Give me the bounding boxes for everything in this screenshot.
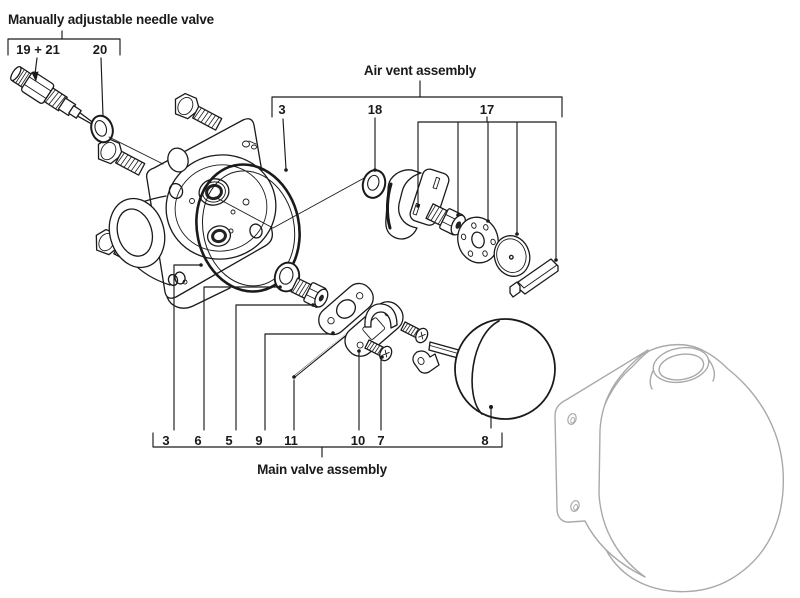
leader-5 bbox=[235, 304, 312, 431]
side-port-opening bbox=[108, 197, 166, 269]
needle-valve-callout-group: Manually adjustable needle valve 19 + 21… bbox=[7, 12, 215, 117]
screw-7a bbox=[398, 318, 431, 346]
flange-hole-top bbox=[567, 413, 577, 425]
tank-body bbox=[593, 343, 785, 593]
gasket-plate-9 bbox=[318, 282, 374, 336]
needle-valve-bracket bbox=[7, 30, 121, 56]
leader-17-fork bbox=[417, 116, 557, 259]
hinge-plate-10 bbox=[344, 301, 404, 357]
callout-17: 17 bbox=[480, 102, 494, 117]
air-vent-title: Air vent assembly bbox=[364, 63, 477, 78]
o-ring-3 bbox=[195, 163, 301, 293]
valve-body bbox=[108, 118, 367, 309]
air-vent-callout-group: Air vent assembly 3 18 17 bbox=[271, 63, 563, 262]
valve-body-lower-lip bbox=[166, 287, 231, 309]
main-valve-callout-group: Main valve assembly 3 6 5 9 11 10 7 8 bbox=[152, 263, 503, 477]
flange-corner-notch bbox=[242, 140, 257, 150]
callout-9: 9 bbox=[255, 433, 262, 448]
callout-8: 8 bbox=[481, 433, 488, 448]
callout-6: 6 bbox=[194, 433, 201, 448]
main-valve-bracket bbox=[152, 432, 503, 458]
callout-11: 11 bbox=[284, 433, 298, 448]
tank-housing bbox=[554, 343, 785, 593]
callout-3-bottom: 3 bbox=[162, 433, 169, 448]
float-clamp-17 bbox=[385, 168, 450, 240]
valve-body-face-contour bbox=[174, 164, 268, 252]
face-pin-hole-3 bbox=[228, 228, 234, 234]
needle-valve-title: Manually adjustable needle valve bbox=[8, 12, 215, 27]
flange-bolt-top bbox=[168, 89, 226, 135]
leader-9 bbox=[264, 333, 332, 431]
pin-11 bbox=[292, 328, 354, 379]
perforated-disc-17 bbox=[457, 216, 499, 264]
lower-threaded-port bbox=[206, 225, 232, 247]
vent-mount-axis-line bbox=[214, 176, 367, 229]
flange-hole-bottom bbox=[570, 500, 580, 512]
callout-10: 10 bbox=[351, 433, 365, 448]
face-pin-hole-2 bbox=[230, 209, 236, 215]
leader-3-top bbox=[282, 118, 287, 170]
needle-valve-axis-line bbox=[108, 136, 164, 165]
callout-7: 7 bbox=[377, 433, 384, 448]
o-ring-18 bbox=[361, 169, 387, 199]
flange-corner-hole-br bbox=[249, 223, 263, 239]
float-ball-8 bbox=[454, 318, 556, 420]
tank-dome-opening bbox=[652, 346, 710, 384]
tank-mounting-flange bbox=[554, 349, 649, 578]
washer-20 bbox=[90, 114, 114, 144]
callout-3-top: 3 bbox=[278, 102, 285, 117]
tank-dome-base bbox=[649, 359, 716, 390]
needle-valve-part bbox=[10, 65, 98, 128]
valve-disc-17 bbox=[493, 235, 531, 277]
flange-corner-hole-bl bbox=[174, 271, 186, 285]
callout-5: 5 bbox=[225, 433, 232, 448]
callout-20: 20 bbox=[93, 42, 107, 57]
leader-6 bbox=[203, 286, 279, 431]
retainer-bar-17 bbox=[509, 258, 559, 298]
face-pin-hole-4 bbox=[242, 198, 250, 206]
callout-19-21: 19 + 21 bbox=[16, 42, 60, 57]
leader-19-21 bbox=[34, 57, 38, 75]
valve-body-face bbox=[165, 154, 277, 260]
leader-3-bottom bbox=[173, 264, 200, 431]
flange-corner-hole-tl bbox=[168, 182, 184, 200]
leader-19-21-arrowhead bbox=[31, 71, 39, 82]
face-pin-hole-1 bbox=[189, 198, 195, 204]
needle-valve-boss bbox=[167, 147, 189, 173]
plug-5 bbox=[290, 277, 329, 308]
leader-20 bbox=[100, 57, 104, 117]
air-vent-bracket bbox=[271, 80, 563, 118]
main-valve-title: Main valve assembly bbox=[257, 462, 387, 477]
callout-18: 18 bbox=[368, 102, 382, 117]
